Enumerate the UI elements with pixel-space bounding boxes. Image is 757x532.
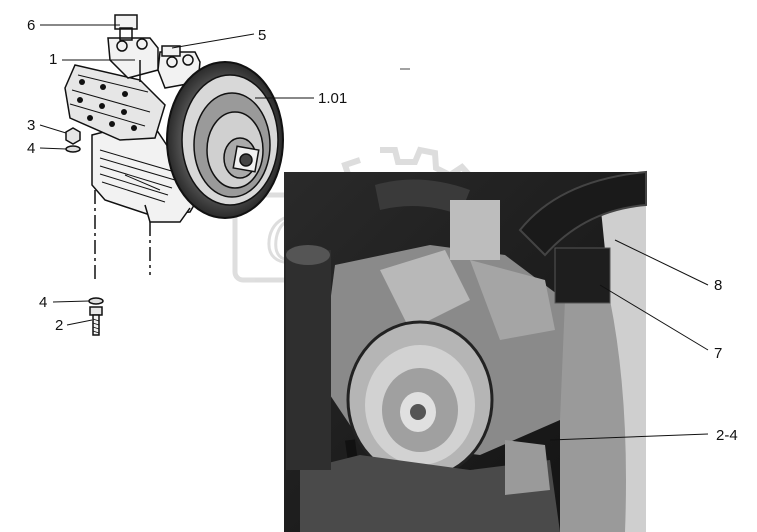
callout-1: 1	[49, 51, 57, 68]
callout-3: 3	[27, 117, 35, 134]
callout-7: 7	[714, 345, 722, 362]
callout-4-lower: 4	[39, 294, 47, 311]
engine-photo	[284, 170, 647, 532]
callout-6: 6	[27, 17, 35, 34]
callout-8: 8	[714, 277, 722, 294]
callout-2-4: 2-4	[716, 427, 738, 444]
callout-4-upper: 4	[27, 140, 35, 157]
callout-1-01: 1.01	[318, 90, 347, 107]
callout-2: 2	[55, 317, 63, 334]
callout-5: 5	[258, 27, 266, 44]
leader-lines	[39, 24, 709, 441]
compressor-drawing	[64, 14, 284, 336]
